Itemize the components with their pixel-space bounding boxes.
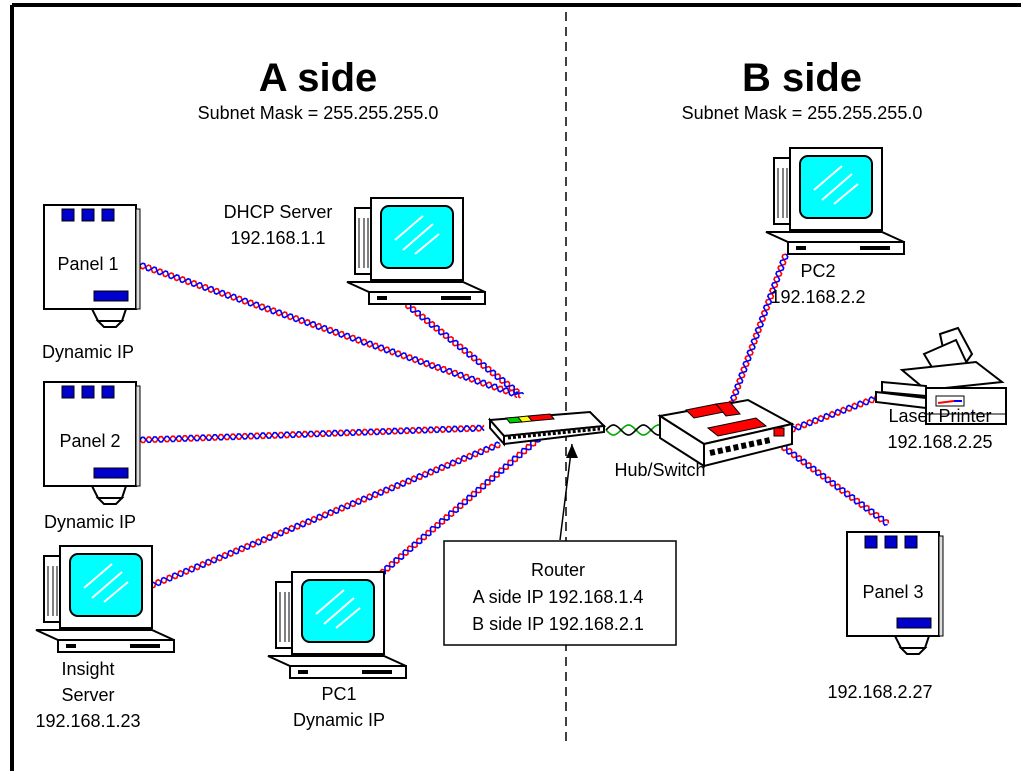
dhcp-server-computer (346, 197, 486, 305)
dhcp-server-label: DHCP Server (224, 202, 333, 222)
router-callout-arrowhead (566, 444, 578, 458)
laser-printer-label: Laser Printer (888, 406, 991, 426)
pc2-ip: 192.168.2.2 (770, 287, 865, 307)
panel-1-ip: Dynamic IP (42, 342, 134, 362)
router-callout-pointer (559, 443, 573, 541)
insight-server-computer (35, 545, 175, 653)
panel-1-label: Panel 1 (57, 254, 118, 274)
cable-panel2-router-strand-a (139, 424, 485, 444)
hub-switch-device (657, 398, 795, 468)
cable-panel1-router-strand-a (139, 264, 518, 399)
b-side-title: B side (742, 56, 862, 100)
laser-printer-ip: 192.168.2.25 (887, 432, 992, 452)
cable-hub-pc2-strand-b (727, 253, 789, 408)
insight-server-label-2: Server (61, 685, 114, 705)
pc2-computer (765, 147, 905, 255)
pc2-label: PC2 (800, 261, 835, 281)
b-side-subnet: Subnet Mask = 255.255.255.0 (682, 103, 923, 123)
cable-router-hub-strand-b (605, 424, 669, 436)
router-device (487, 410, 607, 447)
panel-3-ip: 192.168.2.27 (827, 682, 932, 702)
hub-switch-label: Hub/Switch (614, 460, 705, 480)
network-cables (139, 253, 906, 589)
cable-panel1-router-strand-b (139, 262, 520, 397)
panel-2-ip: Dynamic IP (44, 512, 136, 532)
pc1-label: PC1 (321, 684, 356, 704)
cable-pc1-router-strand-b (374, 432, 544, 579)
router-callout-title: Router (531, 560, 585, 580)
cable-hub-pc2-strand-a (727, 253, 787, 410)
pc1-computer (267, 571, 407, 679)
cable-insight-router-strand-a (149, 443, 501, 589)
cable-router-hub-strand-a (605, 424, 669, 436)
cable-dhcp-router-strand-b (405, 302, 525, 396)
panel-3-label: Panel 3 (862, 582, 923, 602)
insight-server-ip: 192.168.1.23 (35, 711, 140, 731)
cable-hub-panel3-strand-b (781, 444, 888, 526)
a-side-title: A side (259, 56, 378, 100)
cable-pc1-router-strand-a (375, 434, 546, 580)
panel-2-label: Panel 2 (59, 431, 120, 451)
cable-panel2-router-strand-b (139, 424, 485, 444)
dhcp-server-ip: 192.168.1.1 (230, 228, 325, 248)
router-callout-box (443, 540, 677, 646)
pc1-ip: Dynamic IP (293, 710, 385, 730)
router-callout-a-ip: A side IP 192.168.1.4 (473, 587, 644, 607)
cable-dhcp-router-strand-a (405, 304, 521, 399)
cable-insight-router-strand-b (149, 441, 501, 587)
laser-printer-device (875, 326, 1007, 425)
insight-server-label-1: Insight (61, 659, 114, 679)
a-side-subnet: Subnet Mask = 255.255.255.0 (198, 103, 439, 123)
router-callout-b-ip: B side IP 192.168.2.1 (472, 614, 644, 634)
